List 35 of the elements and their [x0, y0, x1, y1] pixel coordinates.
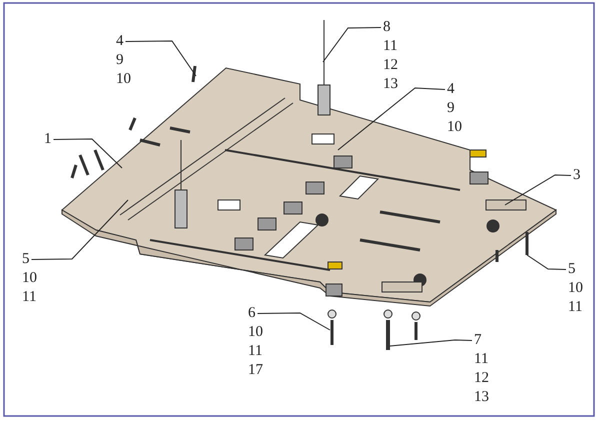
callout-number: 11 [474, 350, 488, 369]
callout-number: 13 [474, 388, 489, 407]
leader-line [322, 27, 382, 62]
callout-number: 10 [568, 279, 583, 298]
callout-number: 7 [474, 331, 482, 350]
callout-number: 11 [248, 342, 262, 361]
callout-number: 11 [568, 298, 582, 317]
callout-number: 17 [248, 361, 263, 380]
callout-number: 12 [474, 369, 489, 388]
callout-number: 11 [22, 288, 36, 307]
callout-number: 10 [447, 118, 462, 137]
callout-number: 5 [568, 260, 576, 279]
leader-line [338, 88, 446, 150]
callout-number: 5 [22, 250, 30, 269]
callout-number: 6 [248, 304, 256, 323]
callout-number: 4 [447, 80, 454, 99]
leader-line [53, 138, 122, 168]
callout-number: 3 [573, 166, 580, 185]
callout-number: 10 [116, 70, 131, 89]
leader-line [504, 174, 572, 206]
leader-line [125, 40, 196, 76]
callout-number: 13 [383, 75, 398, 94]
callout-number: 10 [248, 323, 263, 342]
callout-number: 12 [383, 56, 398, 75]
leader-line [526, 254, 566, 270]
leader-line [31, 200, 128, 260]
callout-number: 4 [116, 32, 124, 51]
callout-number: 11 [383, 37, 398, 56]
callout-number: 10 [22, 269, 37, 288]
leader-line [390, 340, 472, 346]
callout-number: 1 [44, 130, 52, 149]
callout-number: 9 [447, 99, 454, 118]
callout-number: 9 [116, 51, 124, 70]
callout-number: 8 [383, 18, 390, 37]
leader-line [257, 312, 330, 330]
